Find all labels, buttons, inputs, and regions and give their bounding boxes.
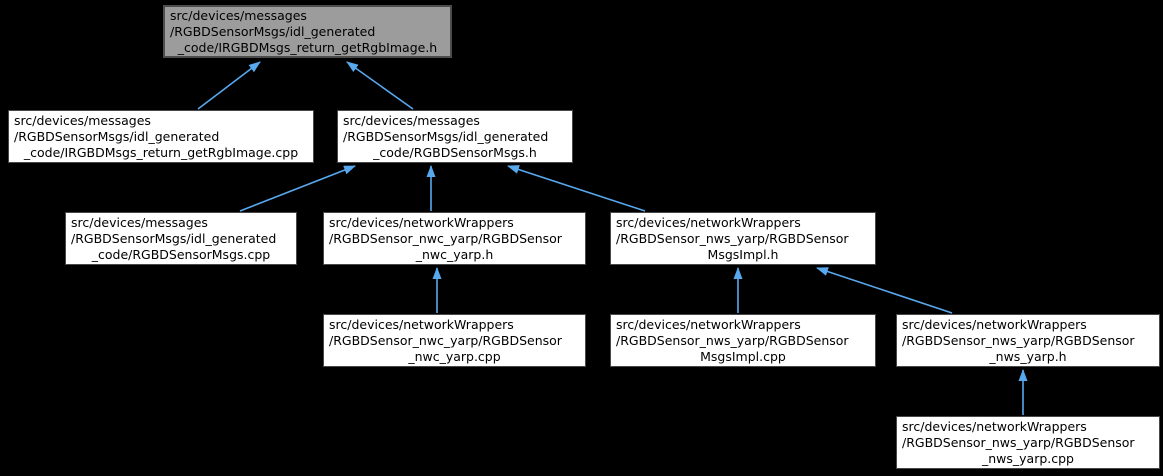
node-label-line: src/devices/networkWrappers xyxy=(616,316,801,332)
node-irgbdmsgs-return-getrgbimage-h: src/devices/messages /RGBDSensorMsgs/idl… xyxy=(163,5,452,58)
node-rgbdsensor-nwc-yarp-h[interactable]: src/devices/networkWrappers /RGBDSensor_… xyxy=(323,212,586,265)
node-rgbdsensormsgsimpl-cpp[interactable]: src/devices/networkWrappers /RGBDSensor_… xyxy=(610,314,876,367)
node-label-line: /RGBDSensor_nwc_yarp/RGBDSensor xyxy=(329,332,562,348)
node-label-line: _code/IRGBDMsgs_return_getRgbImage.cpp xyxy=(23,144,299,160)
arrow xyxy=(346,61,414,110)
node-label-line: /RGBDSensorMsgs/idl_generated xyxy=(71,230,277,246)
node-label-line: src/devices/networkWrappers xyxy=(329,316,514,332)
node-label-line: src/devices/messages xyxy=(14,112,151,128)
node-label-line: _code/RGBDSensorMsgs.cpp xyxy=(91,246,271,262)
node-label-line: MsgsImpl.h xyxy=(707,246,779,262)
node-label-line: /RGBDSensor_nws_yarp/RGBDSensor xyxy=(616,230,849,246)
node-label-line: /RGBDSensor_nws_yarp/RGBDSensor xyxy=(902,332,1135,348)
node-rgbdsensormsgsimpl-h[interactable]: src/devices/networkWrappers /RGBDSensor_… xyxy=(610,212,876,265)
node-label-line: _nwc_yarp.cpp xyxy=(408,348,501,364)
node-rgbdsensor-nws-yarp-h[interactable]: src/devices/networkWrappers /RGBDSensor_… xyxy=(896,314,1160,367)
node-rgbdsensor-nws-yarp-cpp[interactable]: src/devices/networkWrappers /RGBDSensor_… xyxy=(896,416,1160,469)
node-label-line: /RGBDSensorMsgs/idl_generated xyxy=(170,23,376,39)
node-label-line: MsgsImpl.cpp xyxy=(700,348,786,364)
arrow xyxy=(816,267,953,314)
arrow xyxy=(197,61,261,110)
node-label-line: _nws_yarp.h xyxy=(989,348,1067,364)
node-label-line: /RGBDSensorMsgs/idl_generated xyxy=(14,128,220,144)
node-label-line: _code/IRGBDMsgs_return_getRgbImage.h xyxy=(177,39,438,55)
node-label-line: src/devices/networkWrappers xyxy=(902,418,1087,434)
node-label-line: /RGBDSensorMsgs/idl_generated xyxy=(343,128,549,144)
node-rgbdsensormsgs-cpp[interactable]: src/devices/messages /RGBDSensorMsgs/idl… xyxy=(65,212,297,265)
node-label-line: _nws_yarp.cpp xyxy=(981,450,1074,466)
node-label-line: src/devices/networkWrappers xyxy=(616,214,801,230)
node-label-line: _nwc_yarp.h xyxy=(415,246,494,262)
arrow xyxy=(507,165,646,212)
node-rgbdsensormsgs-h[interactable]: src/devices/messages /RGBDSensorMsgs/idl… xyxy=(337,110,573,163)
node-label-line: /RGBDSensor_nws_yarp/RGBDSensor xyxy=(616,332,849,348)
node-label-line: /RGBDSensor_nwc_yarp/RGBDSensor xyxy=(329,230,562,246)
node-rgbdsensor-nwc-yarp-cpp[interactable]: src/devices/networkWrappers /RGBDSensor_… xyxy=(323,314,586,367)
node-label-line: src/devices/messages xyxy=(343,112,480,128)
arrow xyxy=(239,165,356,212)
node-label-line: src/devices/messages xyxy=(71,214,208,230)
node-label-line: src/devices/networkWrappers xyxy=(902,316,1087,332)
node-irgbdmsgs-return-getrgbimage-cpp[interactable]: src/devices/messages /RGBDSensorMsgs/idl… xyxy=(8,110,314,163)
node-label-line: src/devices/messages xyxy=(170,7,307,23)
node-label-line: src/devices/networkWrappers xyxy=(329,214,514,230)
node-label-line: _code/RGBDSensorMsgs.h xyxy=(373,144,537,160)
node-label-line: /RGBDSensor_nws_yarp/RGBDSensor xyxy=(902,434,1135,450)
